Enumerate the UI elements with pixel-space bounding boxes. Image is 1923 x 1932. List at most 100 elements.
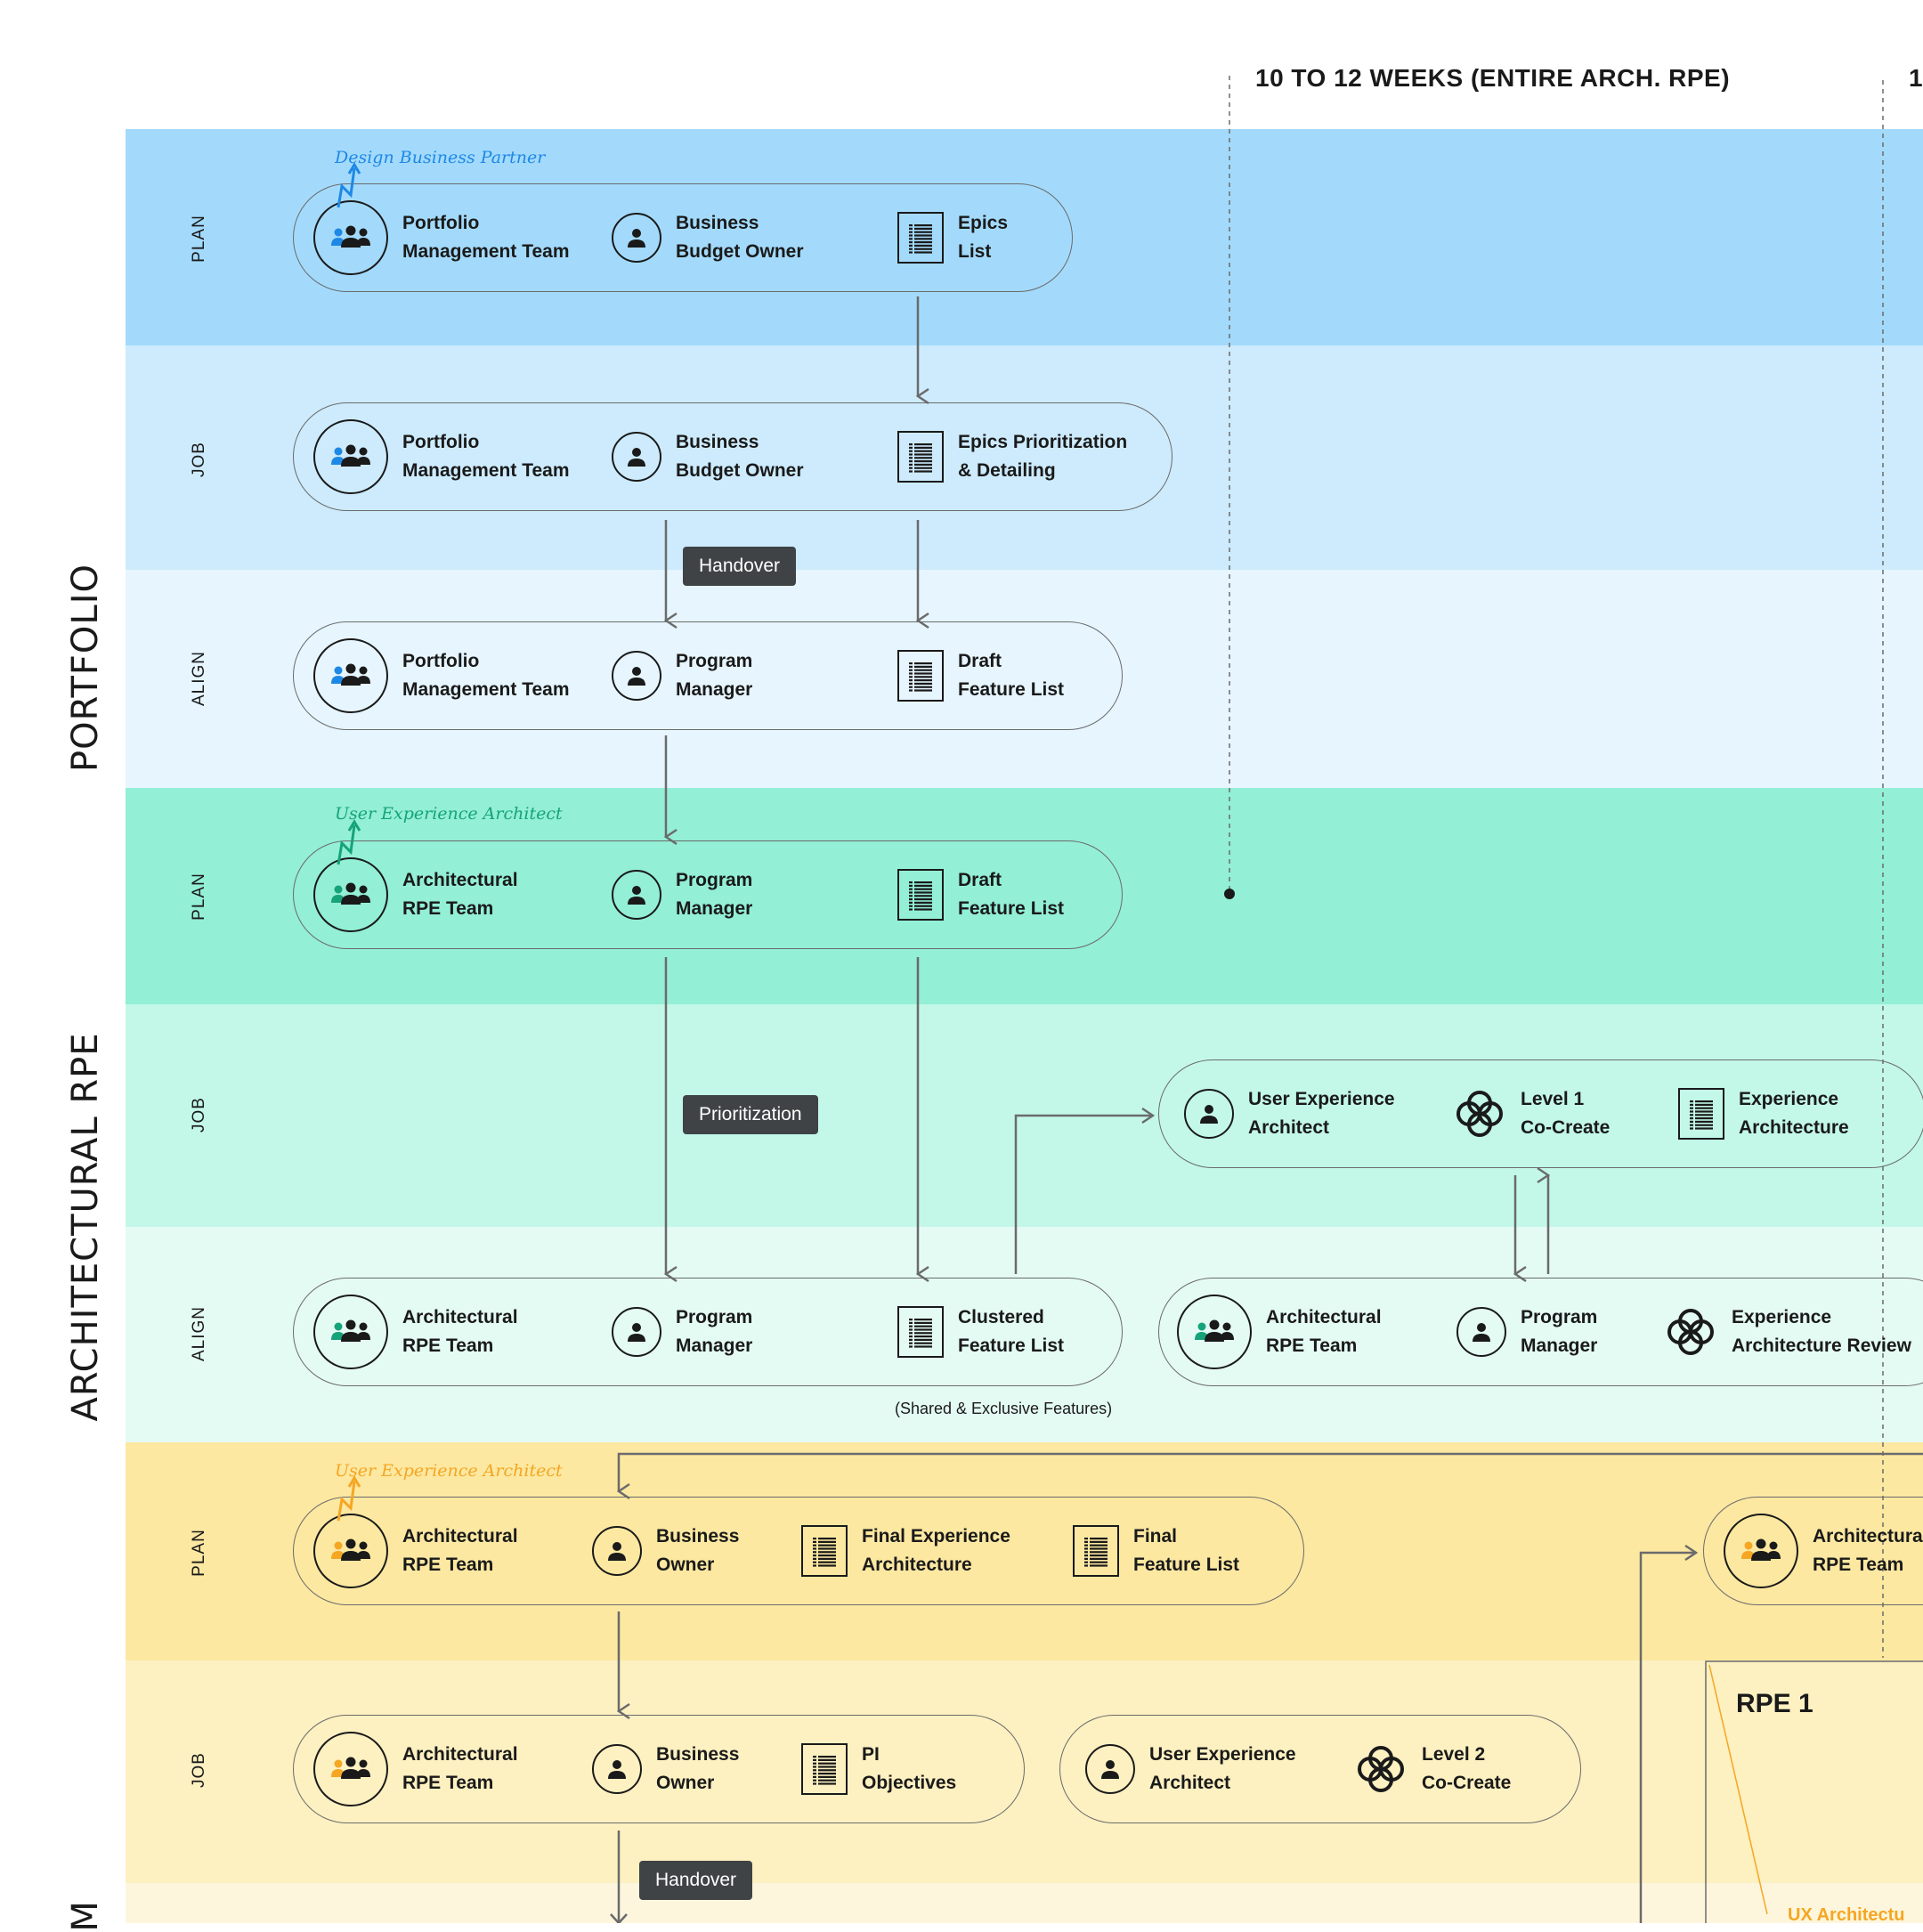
item-label-line1: PI <box>862 1744 880 1765</box>
item-label-line1: User Experience <box>1248 1089 1395 1109</box>
person-icon <box>592 1526 642 1576</box>
item-label-line2: Co-Create <box>1521 1117 1611 1138</box>
item-label-line1: Final <box>1133 1526 1178 1546</box>
item-label-line1: Portfolio <box>402 213 480 233</box>
person-icon <box>612 1307 661 1357</box>
person-icon <box>612 651 661 701</box>
item-label-line2: RPE Team <box>402 1335 494 1356</box>
portfolio-align-band <box>126 570 1923 788</box>
item-label-line1: Program <box>676 1307 753 1327</box>
item-label-line2: Manager <box>676 679 753 700</box>
item-label-line2: List <box>958 241 992 262</box>
arrow-to-rpe-team <box>1639 1553 1696 1923</box>
item-label-line1: Architectural <box>402 870 518 890</box>
rpe-box <box>1705 1660 1923 1923</box>
arrow-down-partial <box>610 1913 628 1923</box>
person-icon <box>1184 1089 1234 1139</box>
item-label-line1: Business <box>676 432 759 452</box>
arrow-loop-to-program-plan <box>619 1452 1923 1491</box>
list-icon <box>1073 1525 1119 1577</box>
item-label-line2: Architecture <box>862 1555 972 1575</box>
item-label-line1: Architectural <box>402 1744 518 1765</box>
arrow-clustered-to-ux <box>1014 1116 1153 1274</box>
annotation-ux-architect: User Experience Architect <box>335 1461 563 1481</box>
item-label-line1: Business <box>676 213 759 233</box>
item-label-line2: RPE Team <box>1266 1335 1358 1356</box>
timeline-header: 10 TO 12 WEEKS (ENTIRE ARCH. RPE) <box>1255 64 1731 92</box>
item-label-line1: Program <box>676 651 753 671</box>
item-label-line2: Manager <box>1521 1335 1598 1356</box>
item-label-line2: RPE Team <box>402 898 494 919</box>
program-align-band <box>126 1883 1923 1923</box>
team-icon <box>313 1295 388 1369</box>
item-label-line1: Architectural <box>1266 1307 1382 1327</box>
tag-prioritization: Prioritization <box>683 1095 818 1134</box>
item-label-line1: Draft <box>958 651 1002 671</box>
pill-item: Level 1 Co-Create <box>1453 1085 1610 1142</box>
item-label-line2: Architecture <box>1739 1117 1849 1138</box>
item-label-line1: Program <box>1521 1307 1598 1327</box>
team-icon <box>313 638 388 713</box>
item-label-line2: Owner <box>656 1773 715 1793</box>
item-label-line1: Business <box>656 1526 740 1546</box>
item-label-line2: Architect <box>1149 1773 1231 1793</box>
item-label-line2: Architect <box>1248 1117 1330 1138</box>
item-label-line2: & Detailing <box>958 460 1056 481</box>
timeline-end-dot <box>1224 889 1235 899</box>
item-label-line1: Experience <box>1732 1307 1832 1327</box>
item-label-line2: Feature List <box>958 1335 1065 1356</box>
pill-item: Epics Prioritization& Detailing <box>897 428 1127 485</box>
clover-icon <box>1453 1087 1506 1141</box>
item-label-line2: Architecture Review <box>1732 1335 1911 1356</box>
team-icon <box>313 857 388 932</box>
person-icon <box>1456 1307 1506 1357</box>
item-label-line2: Co-Create <box>1422 1773 1512 1793</box>
team-icon <box>1177 1295 1252 1369</box>
annotation-pointer-icon <box>337 162 361 208</box>
item-label-line1: Business <box>656 1744 740 1765</box>
team-icon <box>313 419 388 494</box>
tag-handover: Handover <box>683 547 797 586</box>
item-label-line1: Level 2 <box>1422 1744 1486 1765</box>
person-icon <box>612 213 661 263</box>
item-label-line2: RPE Team <box>402 1555 494 1575</box>
item-label-line1: Portfolio <box>402 651 480 671</box>
program-plan-band <box>126 1442 1923 1660</box>
item-label-line1: Level 1 <box>1521 1089 1585 1109</box>
item-label-line2: Management Team <box>402 679 570 700</box>
timeline-header-next: 1 <box>1909 64 1923 92</box>
item-label-line2: Manager <box>676 1335 753 1356</box>
item-label-line1: Epics <box>958 213 1009 233</box>
team-icon <box>1724 1514 1798 1588</box>
item-label-line1: Draft <box>958 870 1002 890</box>
item-label-line2: Owner <box>656 1555 715 1575</box>
person-icon <box>612 870 661 920</box>
annotation-ux-architect: User Experience Architect <box>335 804 563 824</box>
arch-plan-band <box>126 788 1923 1004</box>
